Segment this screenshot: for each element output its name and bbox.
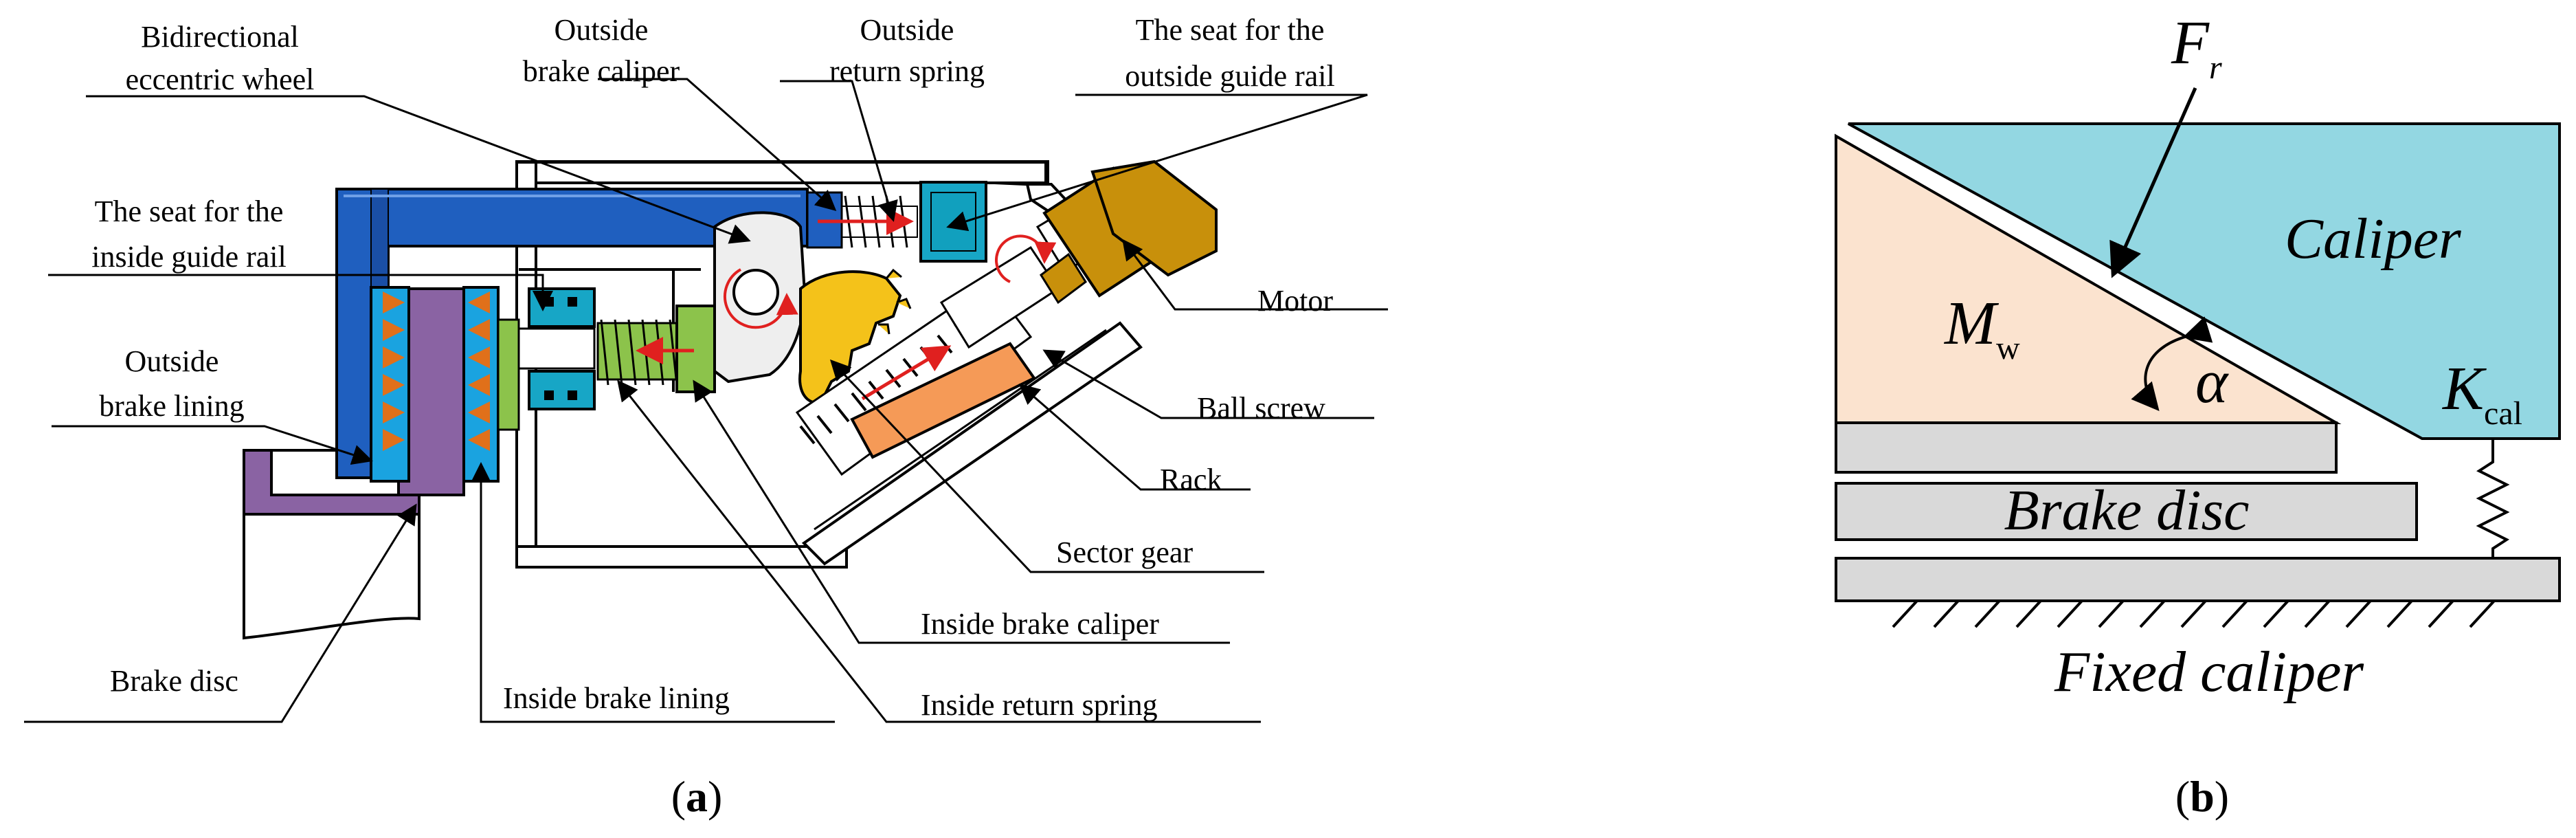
label-outside-lining-1: Outside: [125, 344, 219, 378]
force-label: Fr: [2171, 9, 2222, 86]
brake-disc-b: [1835, 482, 2418, 541]
caption-b: (b): [2175, 772, 2229, 821]
label-sector-gear: Sector gear: [1056, 536, 1193, 569]
label-outside-spring-2: return spring: [829, 54, 985, 88]
motor: [1039, 159, 1218, 305]
inside-return-spring: [596, 305, 716, 393]
rack: [850, 342, 1036, 459]
fixed-caliper-plate: [1835, 557, 2561, 602]
label-ball-screw: Ball screw: [1197, 391, 1325, 425]
label-inside-lining: Inside brake lining: [503, 681, 730, 715]
stiffness-label: Kcal: [2441, 355, 2522, 432]
pressure-arrows: [383, 291, 490, 451]
label-outside-lining-2: brake lining: [99, 389, 244, 423]
label-outside-seat-1: The seat for the: [1136, 13, 1325, 47]
outside-guide-rail-seat: [919, 181, 987, 263]
label-eccentric-1: Bidirectional: [141, 20, 299, 54]
label-outside-spring-1: Outside: [860, 13, 954, 47]
inside-guide-rail: [517, 287, 596, 410]
panel-a: Bidirectional eccentric wheel Outside br…: [24, 13, 1388, 821]
mass-label: Mw: [1943, 289, 2020, 366]
angle-arc: [2131, 316, 2213, 412]
label-outside-seat-2: outside guide rail: [1125, 59, 1335, 93]
label-motor: Motor: [1257, 284, 1333, 318]
caliper-label: Caliper: [2285, 207, 2461, 271]
housing: [515, 160, 1073, 569]
caliper-block: [1848, 122, 2561, 440]
brake-disc-label: Brake disc: [2004, 478, 2250, 542]
ground-hatch: [1892, 599, 2496, 628]
label-inside-spring: Inside return spring: [921, 688, 1158, 722]
panel-b: Fr Caliper Mw α Kcal Brake disc Fixed ca…: [1835, 9, 2561, 821]
fixed-caliper-label: Fixed caliper: [2054, 640, 2364, 704]
brake-disc-a: [243, 287, 465, 640]
label-inside-seat-2: inside guide rail: [91, 240, 287, 274]
angle-label: α: [2195, 348, 2229, 416]
sector-gear: [798, 268, 912, 404]
label-inside-seat-1: The seat for the: [95, 195, 284, 228]
spring-kcal: [2476, 439, 2510, 558]
label-eccentric-2: eccentric wheel: [126, 63, 315, 96]
eccentric-wheel: [713, 211, 806, 384]
labels-a: Bidirectional eccentric wheel Outside br…: [91, 13, 1335, 722]
leader-lines-a: [24, 78, 1388, 723]
force-arrow: [2109, 87, 2197, 278]
upper-pad: [1835, 421, 2338, 474]
label-rack: Rack: [1160, 463, 1222, 496]
label-inside-caliper: Inside brake caliper: [921, 607, 1159, 641]
label-outside-caliper-1: Outside: [555, 13, 649, 47]
label-outside-caliper-2: brake caliper: [523, 54, 680, 88]
label-brake-disc: Brake disc: [110, 664, 238, 698]
caption-a: (a): [671, 772, 723, 821]
